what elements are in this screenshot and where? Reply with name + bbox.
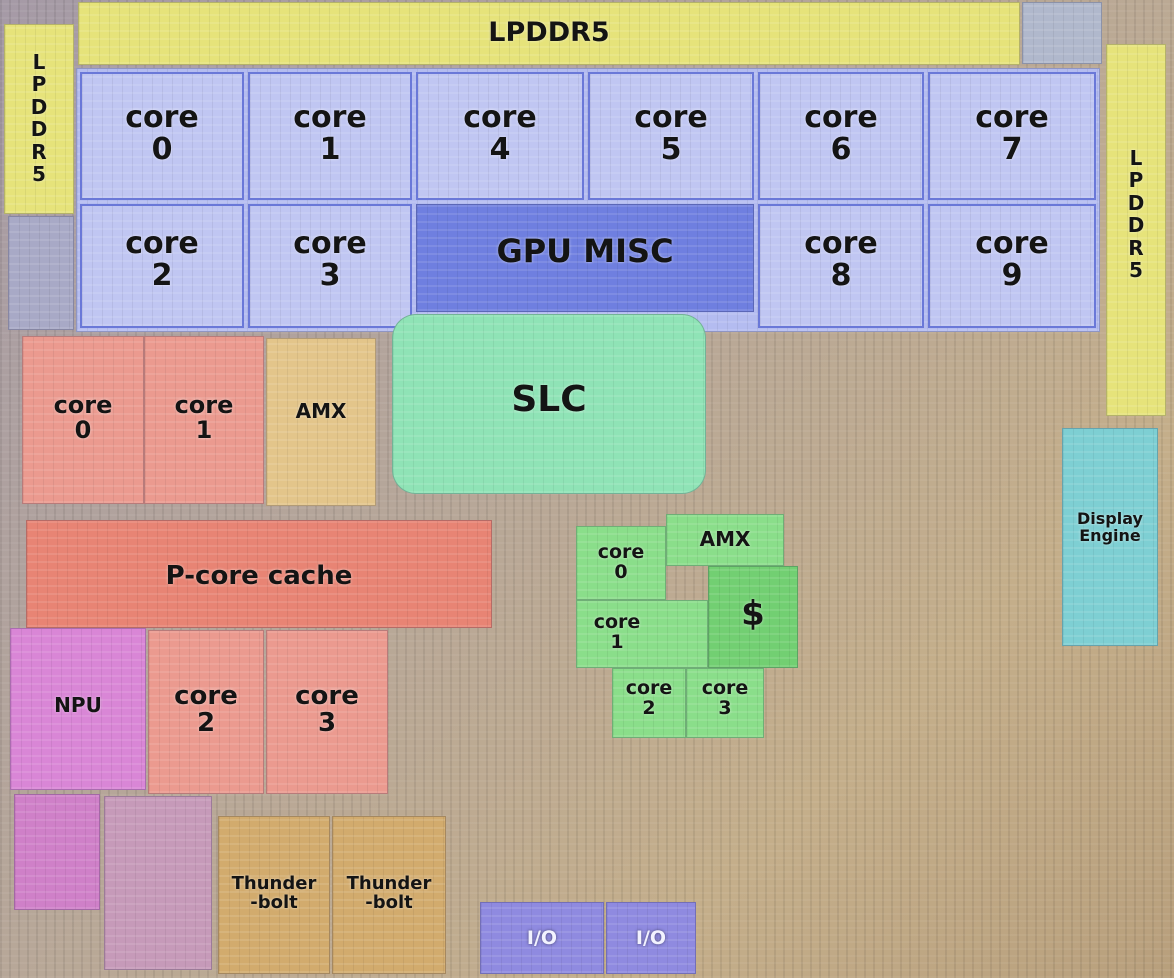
lpddr5-top-label: LPDDR5 — [488, 17, 610, 48]
gpu-core-number: 0 — [151, 131, 173, 167]
slc-block: SLC — [392, 314, 706, 494]
gpu-core-number: 3 — [319, 257, 341, 293]
gpu-core-number: 2 — [151, 257, 173, 293]
gpu-core-word: core — [463, 100, 537, 135]
e-core-word: core — [625, 677, 673, 699]
e-amx-label: AMX — [699, 527, 751, 551]
e-core-number: 3 — [718, 696, 732, 719]
thunderbolt-block-1: Thunder-bolt — [218, 816, 330, 974]
gpu-core-number: 4 — [489, 131, 511, 167]
p-core-word: core — [295, 681, 359, 711]
gpu-core-word: core — [975, 100, 1049, 135]
e-core-number: 1 — [610, 630, 624, 653]
misc-left-block — [8, 216, 74, 330]
e-amx-block: AMX — [666, 514, 784, 566]
gpu-core-number: 5 — [660, 131, 682, 167]
e-core-word: core — [593, 611, 641, 633]
e-core-number: 0 — [614, 560, 628, 583]
gpu-core-number: 6 — [830, 131, 852, 167]
p-core-word: core — [174, 391, 234, 419]
p-core-number: 1 — [195, 416, 213, 445]
p-core-cache-block: P-core cache — [26, 520, 492, 628]
p-core-cache-label: P-core cache — [165, 561, 353, 591]
e-core-number: 2 — [642, 696, 656, 719]
p-core-number: 2 — [196, 708, 216, 739]
e-cache-label: $ — [741, 594, 765, 634]
gpu-core-word: core — [125, 100, 199, 135]
io-label: I/O — [526, 927, 558, 949]
gpu-core-word: core — [804, 226, 878, 261]
lpddr5-right-block: L P D D R 5 — [1106, 44, 1166, 416]
p-core-number: 0 — [74, 416, 92, 445]
p-core-number: 3 — [317, 708, 337, 739]
gpu-core-number: 9 — [1001, 257, 1023, 293]
p-core-word: core — [53, 391, 113, 419]
display-engine-line2: Engine — [1079, 525, 1141, 545]
gpu-core-number: 1 — [319, 131, 341, 167]
thunderbolt-block-2: Thunder-bolt — [332, 816, 446, 974]
misc-top-right-block — [1022, 2, 1102, 64]
gpu-core-word: core — [804, 100, 878, 135]
p-amx-block: AMX — [266, 338, 376, 506]
io-block-2: I/O — [606, 902, 696, 974]
e-core-word: core — [597, 541, 645, 563]
gpu-misc-block: GPU MISC — [416, 204, 754, 312]
lpddr5-right-label: L P D D R 5 — [1127, 146, 1145, 282]
io-block-1: I/O — [480, 902, 604, 974]
gpu-core-word: core — [293, 226, 367, 261]
gpu-core-number: 7 — [1001, 131, 1023, 167]
thunderbolt-line1: Thunder — [346, 873, 432, 894]
thunderbolt-line1: Thunder — [231, 873, 317, 894]
lpddr5-top-block: LPDDR5 — [78, 2, 1020, 65]
gpu-misc-label: GPU MISC — [496, 232, 674, 270]
npu-aux-block — [14, 794, 100, 910]
gpu-core-word: core — [293, 100, 367, 135]
lpddr5-left-block: L P D D R 5 — [4, 24, 74, 214]
gpu-core-word: core — [634, 100, 708, 135]
e-cache-block: $ — [708, 566, 798, 668]
slc-label: SLC — [511, 379, 587, 420]
misc-lower-left-block — [104, 796, 212, 970]
display-engine-line1: Display — [1077, 509, 1143, 528]
npu-block: NPU — [10, 628, 146, 790]
gpu-core-number: 8 — [830, 257, 852, 293]
gpu-core-word: core — [975, 226, 1049, 261]
p-core-word: core — [174, 681, 238, 711]
gpu-core-word: core — [125, 226, 199, 261]
io-label: I/O — [635, 927, 667, 949]
thunderbolt-line2: -bolt — [250, 891, 298, 913]
e-core-word: core — [701, 677, 749, 699]
thunderbolt-line2: -bolt — [365, 891, 413, 913]
npu-label: NPU — [54, 693, 102, 717]
lpddr5-left-label: L P D D R 5 — [30, 50, 48, 186]
p-amx-label: AMX — [295, 399, 347, 423]
